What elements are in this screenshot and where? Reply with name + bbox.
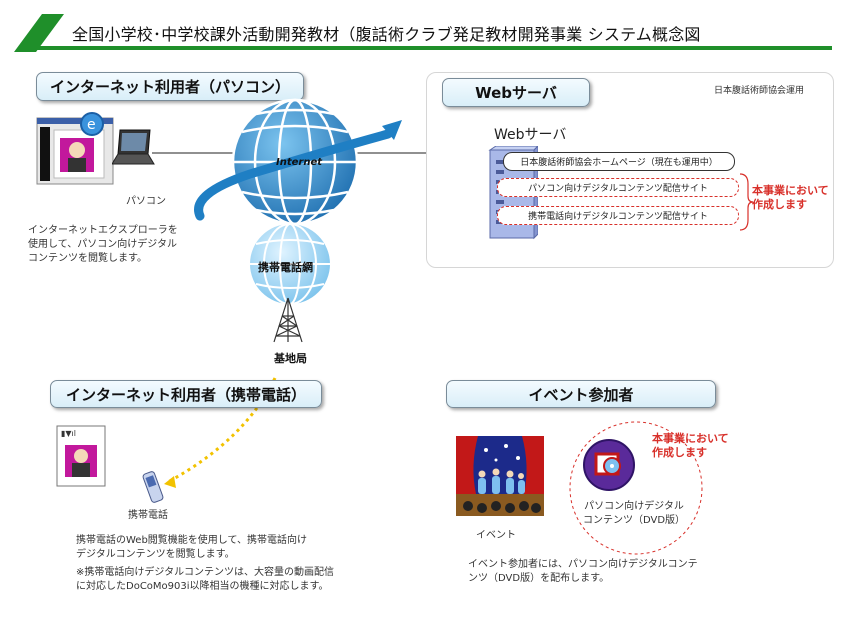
browser-window-icon: e bbox=[36, 112, 114, 185]
dvd-label: パソコン向けデジタル コンテンツ（DVD版） bbox=[582, 501, 686, 526]
pc-user-description: インターネットエクスプローラを 使用して、パソコン向けデジタル コンテンツを閲覧… bbox=[28, 225, 178, 264]
page-title: 全国小学校･中学校課外活動開発教材（腹話術クラブ発足教材開発事業 システム概念図 bbox=[72, 25, 701, 44]
mobile-screen-icon: ▮▼ıl bbox=[56, 425, 106, 487]
internet-label: Internet bbox=[276, 157, 323, 168]
event-heading: イベント参加者 bbox=[446, 380, 716, 408]
mobile-user-note: ※携帯電話向けデジタルコンテンツは、大容量の動画配信 に対応したDoCoMo90… bbox=[76, 567, 334, 592]
event-description: イベント参加者には、パソコン向けデジタルコンテ ンツ（DVD版）を配布します。 bbox=[468, 559, 698, 584]
mobile-phone-icon bbox=[142, 471, 164, 503]
dvd-icon bbox=[583, 439, 635, 491]
svg-text:e: e bbox=[87, 117, 96, 133]
mobile-network-globe-icon bbox=[250, 223, 330, 305]
svg-text:▮▼ıl: ▮▼ıl bbox=[61, 429, 76, 438]
title-bar bbox=[14, 14, 832, 52]
server-project-note: 本事業において 作成します bbox=[752, 184, 829, 211]
site-association-homepage: 日本腹話術師協会ホームページ（現在も運用中） bbox=[503, 152, 735, 171]
event-project-note: 本事業において 作成します bbox=[652, 432, 729, 459]
pc-user-heading: インターネット利用者（パソコン） bbox=[36, 72, 304, 101]
title-accent-stripe bbox=[14, 14, 64, 52]
mobile-network-label: 携帯電話網 bbox=[258, 261, 313, 274]
pc-device-label: パソコン bbox=[126, 196, 166, 207]
title-underline bbox=[36, 46, 832, 50]
operator-note: 日本腹話術師協会運用 bbox=[714, 86, 805, 96]
base-station-label: 基地局 bbox=[274, 352, 307, 365]
laptop-icon bbox=[112, 129, 155, 165]
server-label: Webサーバ bbox=[494, 127, 567, 143]
site-mobile-content: 携帯電話向けデジタルコンテンツ配信サイト bbox=[497, 206, 739, 225]
internet-globe-icon bbox=[194, 98, 402, 226]
project-bracket bbox=[739, 173, 754, 231]
site-pc-content: パソコン向けデジタルコンテンツ配信サイト bbox=[497, 178, 739, 197]
mobile-user-description: 携帯電話のWeb閲覧機能を使用して、携帯電話向け デジタルコンテンツを閲覧します… bbox=[76, 535, 308, 560]
mobile-user-heading: インターネット利用者（携帯電話） bbox=[50, 380, 322, 408]
event-stage-icon bbox=[456, 436, 544, 516]
base-station-tower-icon bbox=[273, 297, 303, 343]
mobile-device-label: 携帯電話 bbox=[128, 510, 168, 521]
web-server-heading: Webサーバ bbox=[442, 78, 590, 107]
event-label: イベント bbox=[476, 530, 516, 541]
project-circle bbox=[569, 421, 703, 555]
